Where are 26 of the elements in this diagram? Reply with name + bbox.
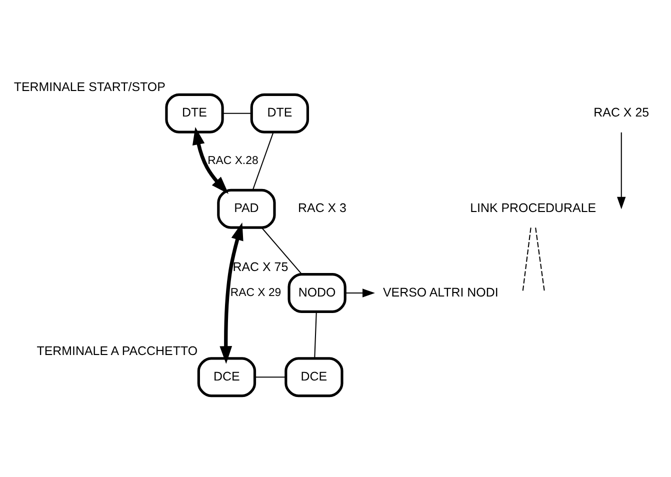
arrow [192,127,229,194]
connector [314,312,317,358]
arrow [617,132,626,210]
connector [252,132,274,190]
node-text: VERSO ALTRI NODI [382,285,498,300]
arrow [220,222,244,364]
connector [255,376,286,378]
node-box: NODO [288,273,346,314]
node-label: RAC X 75 [232,260,288,274]
arrow [346,288,375,298]
edge-label: RAC X.28 [208,155,258,168]
connector [261,227,302,275]
connector [522,228,532,292]
node-box: DCE [284,357,344,398]
connector [535,228,546,292]
node-box: DTE [250,93,310,134]
node-text: RAC X 25 [594,106,650,120]
node-box: DCE [197,357,256,398]
edge-label: RAC X 29 [230,286,282,299]
node-label: TERMINALE START/STOP [14,80,166,94]
connector [222,112,252,114]
node-text: LINK PROCEDURALE [470,201,596,216]
node-box: PAD [217,188,276,229]
node-label: RAC X 3 [298,201,346,216]
node-label: TERMINALE A PACCHETTO [36,344,198,358]
node-box: DTE [165,93,224,134]
